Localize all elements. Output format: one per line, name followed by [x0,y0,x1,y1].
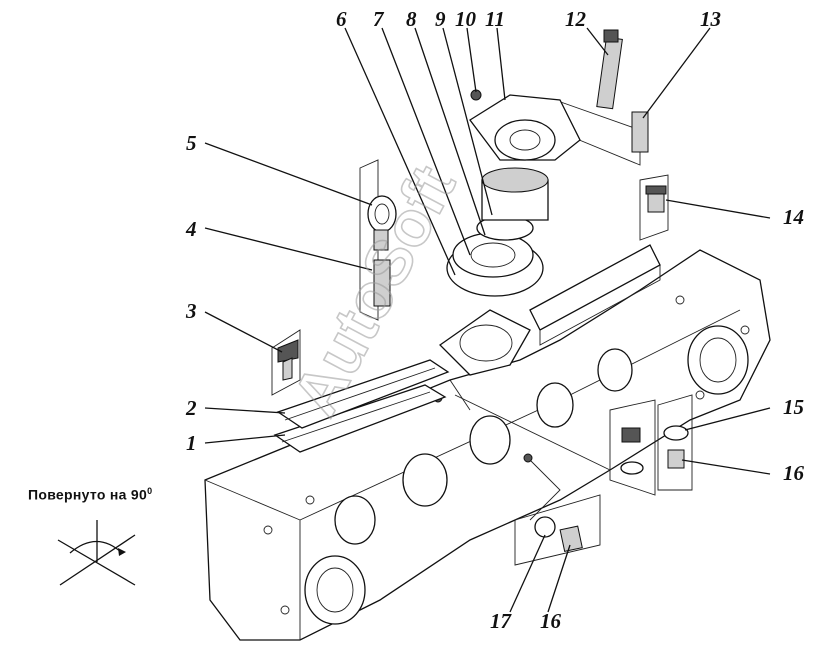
callout-3: 3 [185,299,197,323]
callout-numbers: 1 2 3 4 5 6 7 8 9 10 11 12 13 14 15 16 1… [185,7,805,633]
callout-9: 9 [435,7,446,31]
callout-12: 12 [565,7,587,31]
rotation-note: Повернуто на 900 [28,486,152,503]
rotation-note-text: Повернуто на 90 [28,486,148,503]
leader-lines [204,27,771,613]
callout-4: 4 [185,217,197,241]
callout-1: 1 [186,431,197,455]
callout-15: 15 [783,395,804,419]
callout-6: 6 [336,7,347,31]
callout-16-right: 16 [783,461,805,485]
rotation-angle-symbol [57,520,136,586]
callout-7: 7 [373,7,385,31]
callout-5: 5 [186,131,197,155]
callout-10: 10 [455,7,477,31]
callout-13: 13 [700,7,721,31]
callout-14: 14 [783,205,804,229]
callout-11: 11 [485,7,505,31]
callout-2: 2 [185,396,197,420]
callout-17: 17 [490,609,513,633]
gasket-plate-assembly [273,359,450,453]
flange-rotor-assembly [446,89,581,297]
callout-8: 8 [406,7,417,31]
manifold-body [204,244,771,641]
bracket-groups [271,29,693,566]
rotation-note-degree: 0 [147,486,153,496]
callout-16-bottom: 16 [540,609,562,633]
